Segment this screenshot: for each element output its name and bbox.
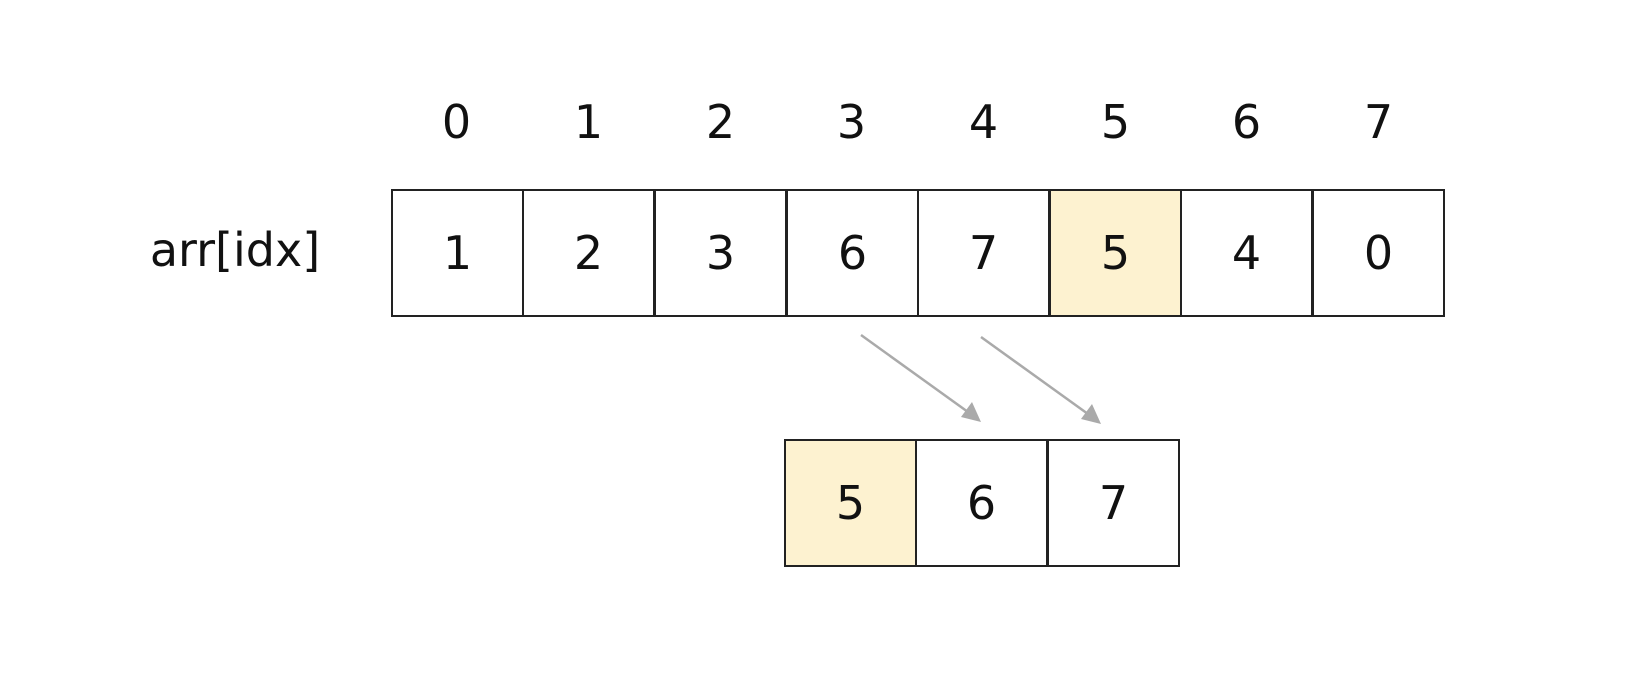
result-cell-0: 5 xyxy=(784,439,917,567)
index-label-6: 6 xyxy=(1231,95,1262,149)
index-label-7: 7 xyxy=(1363,95,1394,149)
result-cell-1: 6 xyxy=(915,439,1048,567)
arrowhead-2 xyxy=(1081,404,1101,424)
arrowhead-1 xyxy=(961,402,981,422)
array-cell-6: 4 xyxy=(1180,189,1313,317)
index-label-3: 3 xyxy=(836,95,867,149)
array-cell-3: 6 xyxy=(786,189,919,317)
array-cell-7: 0 xyxy=(1312,189,1445,317)
array-cell-1: 2 xyxy=(522,189,655,317)
array-cell-2: 3 xyxy=(654,189,787,317)
index-label-2: 2 xyxy=(705,95,736,149)
arrow-line-2 xyxy=(980,335,1089,416)
index-label-0: 0 xyxy=(441,95,472,149)
index-label-5: 5 xyxy=(1100,95,1131,149)
result-cell-2: 7 xyxy=(1047,439,1180,567)
array-cell-5: 5 xyxy=(1049,189,1182,317)
index-label-1: 1 xyxy=(573,95,604,149)
array-cell-4: 7 xyxy=(917,189,1050,317)
arrow-line-1 xyxy=(860,333,969,414)
array-cell-0: 1 xyxy=(391,189,524,317)
index-label-4: 4 xyxy=(968,95,999,149)
array-label: arr[idx] xyxy=(149,223,321,277)
